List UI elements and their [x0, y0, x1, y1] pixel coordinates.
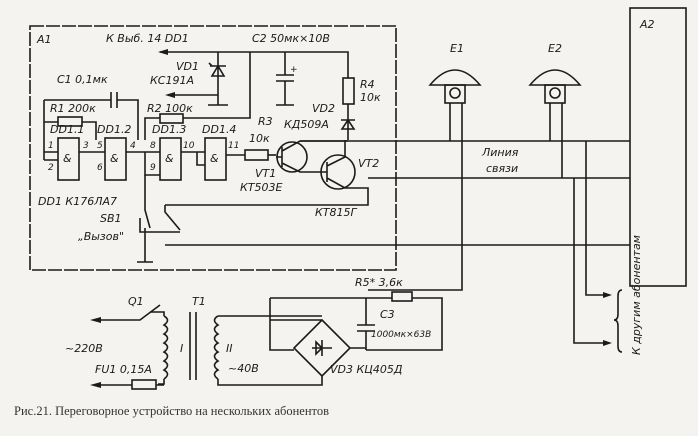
- label-r3: R3: [258, 115, 273, 128]
- button-sb1: [137, 175, 630, 263]
- capacitor-c1: [44, 92, 139, 140]
- label-r1: R1 200к: [50, 102, 96, 115]
- resistor-r2: [159, 113, 184, 124]
- label-e1: E1: [450, 42, 464, 55]
- label-c2: C2 50мк×10В: [252, 32, 330, 45]
- label-a1: A1: [36, 33, 52, 46]
- label-secondary: ~40В: [228, 362, 259, 375]
- label-dd13: DD1.3: [152, 123, 186, 136]
- svg-text:4: 4: [130, 141, 136, 151]
- gate-dd1-4: &: [204, 137, 227, 181]
- label-c1: C1 0,1мк: [57, 73, 108, 86]
- switch-q1: [96, 304, 161, 321]
- label-dd14: DD1.4: [202, 123, 236, 136]
- label-vt2-type: КТ815Г: [315, 206, 358, 219]
- label-r2: R2 100к: [147, 102, 193, 115]
- label-vt1: VT1: [255, 167, 276, 180]
- label-dd11: DD1.1: [50, 123, 84, 136]
- label-t1: T1: [192, 295, 206, 308]
- zener-diode-vd1: [208, 52, 228, 106]
- label-q1: Q1: [128, 295, 144, 308]
- svg-text:10: 10: [183, 141, 195, 151]
- label-winding1: I: [180, 342, 183, 355]
- label-c3-val: 1000мк×63В: [371, 330, 431, 340]
- label-line1: Линия: [481, 146, 519, 159]
- transformer-t1: [150, 311, 322, 386]
- handset-e2: [528, 69, 582, 178]
- label-line2: связи: [486, 162, 518, 175]
- svg-text:&: &: [165, 152, 174, 165]
- diode-vd2: [340, 104, 356, 140]
- gate-dd1-2: &: [104, 137, 127, 181]
- svg-text:11: 11: [228, 141, 239, 151]
- svg-text:6: 6: [97, 163, 103, 173]
- block-a1: [29, 25, 397, 271]
- label-dd12: DD1.2: [97, 123, 131, 136]
- label-vd3: VD3 КЦ405Д: [330, 363, 403, 376]
- label-vd2: VD2: [312, 102, 335, 115]
- resistor-r5: [391, 291, 413, 302]
- label-vt1-type: КТ503Е: [240, 181, 283, 194]
- label-winding2: II: [226, 342, 233, 355]
- label-others: К другим абонентам: [630, 235, 643, 355]
- gate-dd1-3: &: [159, 137, 182, 181]
- resistor-r4: [342, 77, 355, 105]
- svg-text:9: 9: [150, 163, 156, 173]
- capacitor-c2: +: [276, 52, 298, 106]
- label-r5: R5* 3,6к: [355, 276, 403, 289]
- label-vd2-type: КД509А: [284, 118, 329, 131]
- label-sb1: SB1: [100, 212, 122, 225]
- label-r4: R4: [360, 78, 375, 91]
- label-fu1: FU1 0,15А: [95, 363, 152, 376]
- label-dd1: DD1 К176ЛА7: [38, 195, 117, 208]
- label-vd1-type: КС191А: [150, 74, 194, 87]
- svg-text:&: &: [110, 152, 119, 165]
- svg-text:5: 5: [97, 141, 103, 151]
- label-vd1: VD1: [176, 60, 199, 73]
- fuse-fu1: [131, 379, 157, 390]
- svg-text:3: 3: [83, 141, 89, 151]
- svg-text:1: 1: [48, 141, 54, 151]
- gate-dd1-1: &: [57, 137, 80, 181]
- label-r4-val: 10к: [360, 91, 381, 104]
- label-sb1-name: „Вызов": [78, 230, 124, 243]
- label-r3-val: 10к: [249, 132, 270, 145]
- label-e2: E2: [548, 42, 562, 55]
- svg-text:+: +: [290, 65, 298, 75]
- capacitor-c3: [357, 298, 375, 350]
- label-a2: A2: [639, 18, 655, 31]
- label-to-pin14: К Выб. 14 DD1: [106, 32, 189, 45]
- svg-text:&: &: [210, 152, 219, 165]
- label-mains: ~220В: [65, 342, 103, 355]
- label-c3: C3: [380, 308, 395, 321]
- handset-e1: [368, 69, 482, 291]
- svg-text:&: &: [63, 152, 72, 165]
- label-vt2: VT2: [358, 157, 379, 170]
- svg-text:2: 2: [48, 163, 54, 173]
- svg-text:8: 8: [150, 141, 156, 151]
- block-a2: [629, 7, 687, 287]
- figure-caption: Рис.21. Переговорное устройство на неско…: [14, 404, 329, 418]
- resistor-r3: [244, 149, 269, 161]
